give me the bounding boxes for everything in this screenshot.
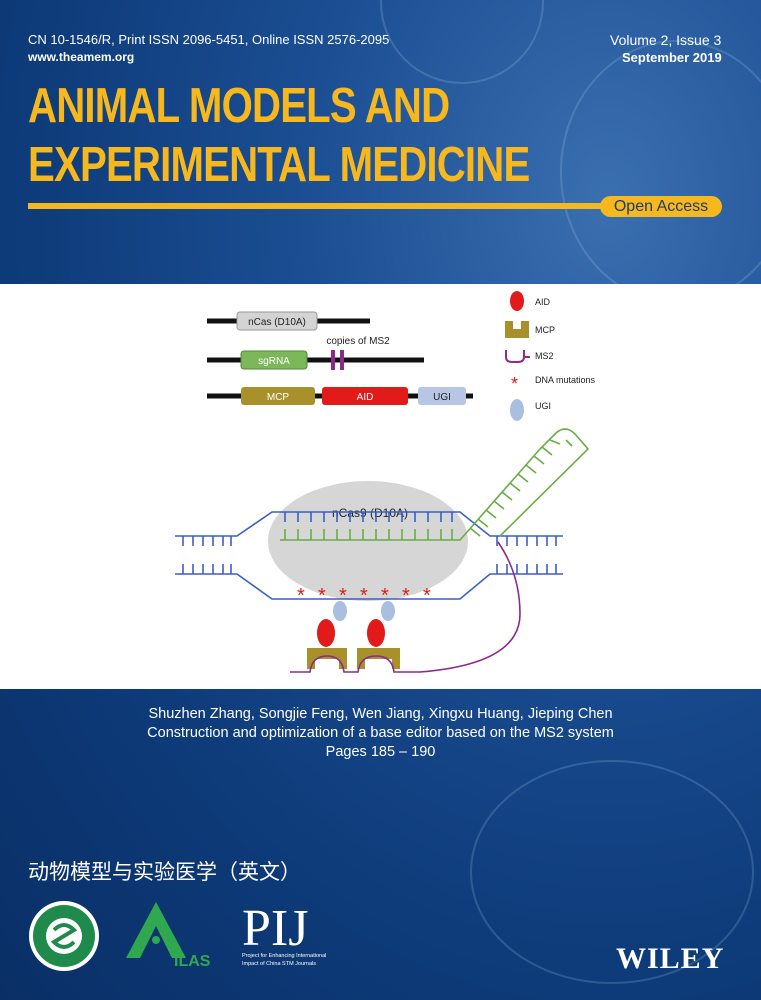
ncas-box	[236, 311, 318, 331]
legend-ugi-icon	[510, 399, 524, 421]
publisher-logo[interactable]: WILEY	[616, 942, 725, 975]
pij-text: PIJ	[242, 900, 308, 957]
title-rule	[28, 203, 718, 209]
legend-mutations: DNA mutations	[535, 375, 596, 385]
ms2-copies-label: copies of MS2	[326, 336, 390, 347]
pij-caption-line2: Impact of China STM Journals	[242, 961, 316, 967]
chinese-journal-title: 动物模型与实验医学（英文）	[28, 860, 301, 884]
ilas-text: ILAS	[174, 953, 211, 970]
legend-ugi: UGI	[535, 401, 551, 411]
mcp-label: MCP	[267, 392, 290, 403]
legend-mutation-icon: *	[511, 374, 518, 394]
svg-text:*: *	[381, 585, 389, 607]
legend-aid-icon	[510, 291, 524, 311]
svg-text:*: *	[402, 585, 410, 607]
article-title[interactable]: Construction and optimization of a base …	[147, 725, 614, 741]
ncas-label: nCas (D10A)	[248, 317, 306, 328]
svg-text:*: *	[360, 585, 368, 607]
svg-text:*: *	[318, 585, 326, 607]
ugi-unit-1	[333, 601, 347, 621]
legend-aid: AID	[535, 297, 551, 307]
dna-duplex	[175, 511, 563, 600]
aid-unit-2	[367, 619, 385, 647]
base-editor-diagram: nCas (D10A) sgRNA copies of MS2 MCP AID …	[175, 291, 596, 673]
chinese-association-logo	[29, 901, 99, 971]
svg-text:*: *	[297, 585, 305, 607]
volume-issue: Volume 2, Issue 3	[610, 32, 722, 48]
ms2-copy-1	[331, 350, 335, 370]
journal-title-line1: ANIMAL MODELS AND	[28, 79, 450, 133]
ugi-unit-2	[381, 601, 395, 621]
sgrna-box	[240, 350, 308, 370]
journal-title-line2: EXPERIMENTAL MEDICINE	[28, 138, 530, 192]
sgrna-strand	[280, 428, 590, 541]
ms2-tether	[290, 541, 521, 673]
article-pages: Pages 185 – 190	[325, 744, 436, 760]
article-authors: Shuzhen Zhang, Songjie Feng, Wen Jiang, …	[148, 706, 613, 722]
ncas9-complex	[268, 481, 468, 601]
sgrna-label: sgRNA	[258, 356, 290, 367]
background-flask-bottom	[470, 760, 754, 984]
ilas-logo: ILAS	[126, 902, 211, 970]
ms2-copy-2	[340, 350, 344, 370]
aid-unit-1	[317, 619, 335, 647]
open-access-badge: Open Access	[600, 196, 722, 217]
pij-caption-line1: Project for Enhancing International	[242, 953, 326, 959]
aid-box	[322, 387, 408, 405]
legend-ms2-icon	[505, 350, 530, 363]
svg-text:*: *	[423, 585, 431, 607]
background-flask	[560, 40, 761, 304]
aid-label: AID	[357, 392, 374, 403]
pij-logo: PIJ Project for Enhancing International …	[242, 900, 326, 967]
mutation-marks: * * * * * * *	[297, 585, 431, 607]
legend-ms2: MS2	[535, 351, 554, 361]
mcp-unit-1	[307, 648, 347, 669]
legend-mcp-icon	[505, 321, 529, 338]
website[interactable]: www.theamem.org	[28, 50, 135, 64]
ugi-label: UGI	[433, 392, 451, 403]
svg-text:*: *	[339, 585, 347, 607]
ncas9-label: nCas9 (D10A)	[332, 506, 408, 520]
issue-date: September 2019	[622, 50, 722, 65]
issn-line: CN 10-1546/R, Print ISSN 2096-5451, Onli…	[28, 32, 390, 47]
mcp-unit-2	[357, 648, 400, 669]
mcp-box	[241, 387, 315, 405]
figure-panel: nCas (D10A) sgRNA copies of MS2 MCP AID …	[0, 284, 761, 689]
ugi-box	[418, 387, 466, 405]
background-beaker	[380, 0, 544, 84]
legend-mcp: MCP	[535, 325, 555, 335]
